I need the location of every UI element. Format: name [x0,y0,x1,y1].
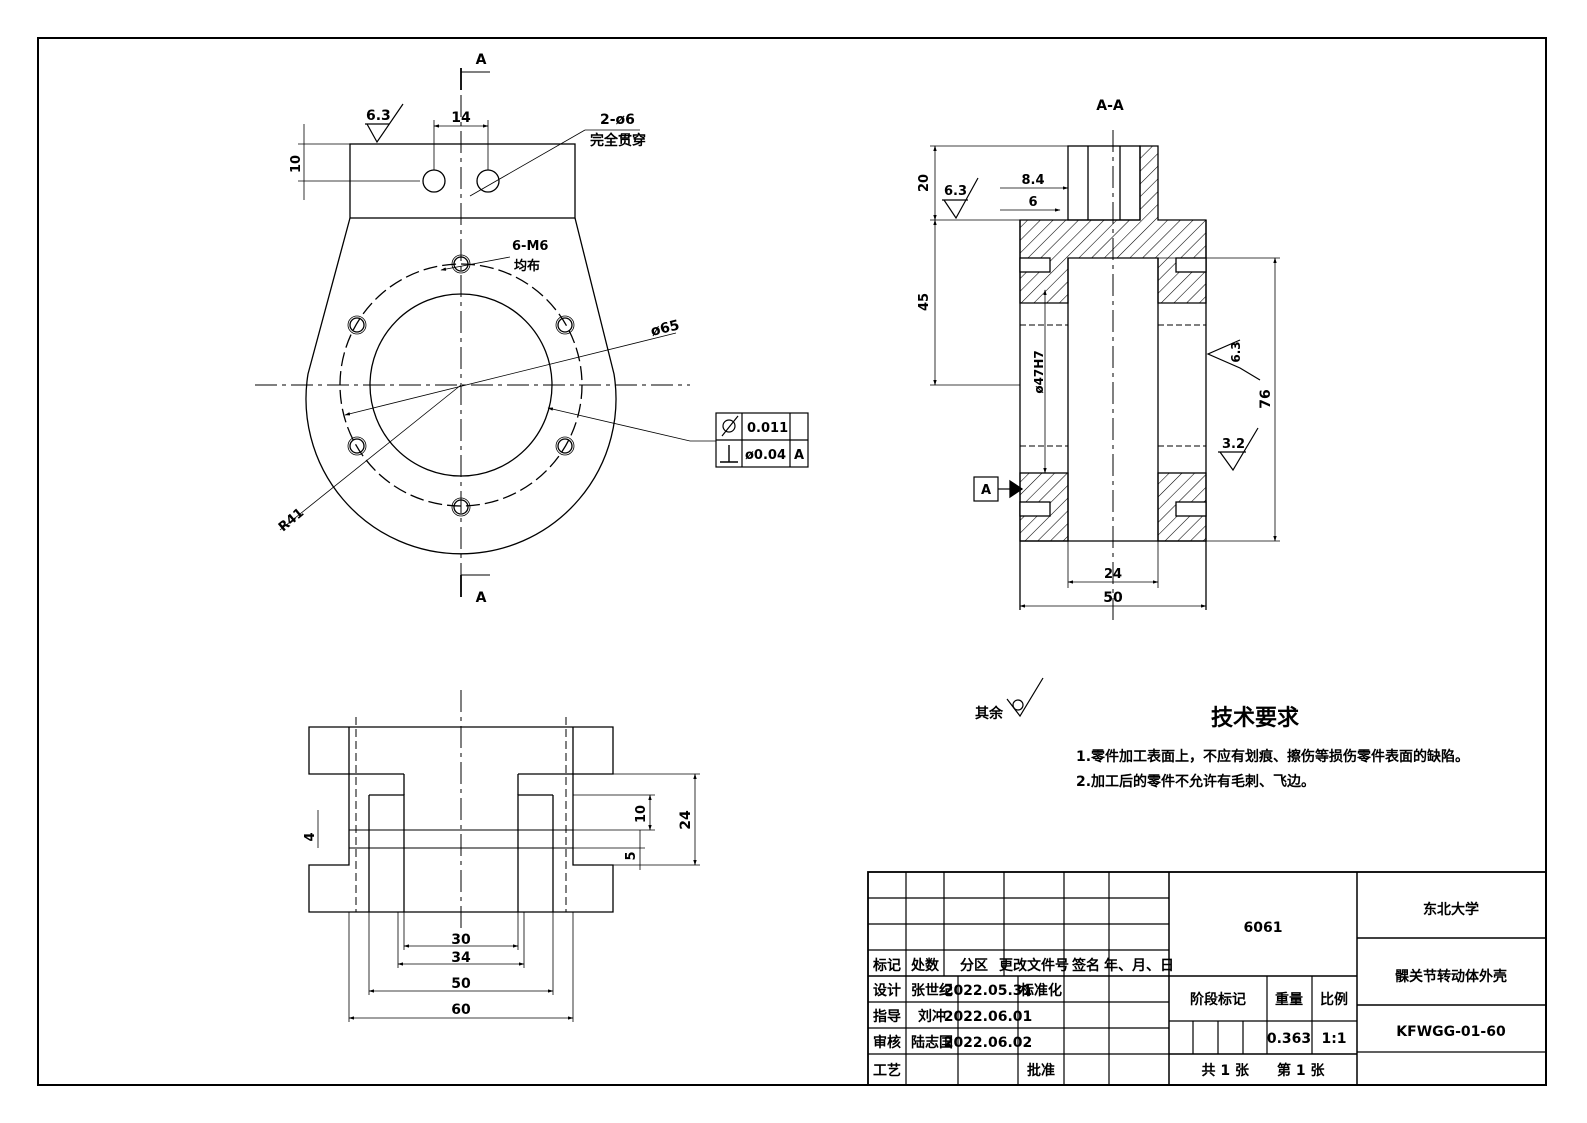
roughness-right-value: 3.2 [1222,437,1245,452]
dim-mid-height: 45 [917,293,932,311]
dim-inner-width: 24 [1104,567,1122,582]
section-mark-bottom: A [476,590,487,606]
tb-scale: 1:1 [1321,1031,1346,1047]
dim-depth-6: 6 [1028,195,1037,210]
tb-review-date: 2022.06.02 [944,1035,1033,1051]
tb-header-4: 签名 [1071,957,1100,974]
dim-depth-84: 8.4 [1021,173,1044,188]
dim-top-offset: 10 [289,155,304,173]
dim-radius: R41 [276,506,307,536]
tech-line-1: 1.零件加工表面上，不应有划痕、擦伤等损伤零件表面的缺陷。 [1076,748,1469,765]
drawing-border [37,37,1547,1086]
tb-guide-date: 2022.06.01 [944,1009,1033,1025]
front-view [255,68,809,597]
tb-stage-label: 阶段标记 [1190,991,1246,1008]
holes-note-line2: 完全贯穿 [590,132,646,149]
fcf-2-value: ø0.04 [745,448,786,463]
dim-30: 30 [451,932,471,948]
tb-review-label: 审核 [873,1034,901,1051]
fcf-2-datum: A [794,448,804,463]
tb-drawing-no: KFWGG-01-60 [1396,1024,1506,1040]
tb-guide-label: 指导 [873,1008,901,1025]
dim-10: 10 [634,805,649,823]
tech-title: 技术要求 [1211,706,1299,731]
tb-header-5: 年、月、日 [1104,957,1174,974]
tb-design-date: 2022.05.31 [944,983,1033,999]
dim-24: 24 [678,810,694,830]
tb-material: 6061 [1244,920,1283,936]
section-mark-top: A [476,52,487,68]
tb-weight: 0.363 [1267,1031,1311,1047]
tb-header-3: 更改文件号 [999,957,1069,974]
roughness-top-value: 6.3 [366,108,391,124]
tech-line-2: 2.加工后的零件不允许有毛刺、飞边。 [1076,773,1315,790]
tb-part-name: 髁关节转动体外壳 [1395,968,1507,985]
title-block [867,871,1547,1086]
dim-outer-width: 50 [1103,590,1123,606]
tb-sheets: 共 1 张 第 1 张 [1202,1062,1326,1079]
dim-5: 5 [624,851,639,860]
section-view [930,130,1280,620]
tb-header-1: 处数 [910,957,940,974]
holes-note-line1: 2-ø6 [600,112,635,128]
tb-design-name: 张世纪 [911,982,953,999]
dim-34: 34 [451,950,471,966]
front-view-text: A A 6.3 14 10 2-ø6 完全贯穿 6-M6 均布 ø65 R41 … [276,52,804,606]
other-roughness-label: 其余 [975,705,1004,722]
dim-total-height: 76 [1258,389,1274,408]
bottom-view-text: 30 34 50 60 4 10 5 24 [303,805,694,1018]
tb-school: 东北大学 [1423,901,1479,918]
tb-std-label: 标准化 [1019,982,1062,999]
dim-hole-spacing: 14 [451,110,471,126]
dim-pcd: ø65 [649,317,681,340]
tb-header-2: 分区 [960,958,988,974]
dim-60: 60 [451,1002,471,1018]
dim-bore: ø47H7 [1032,350,1046,393]
datum-label: A [981,483,991,498]
other-roughness-symbol [1006,677,1044,718]
tb-weight-label: 重量 [1275,991,1303,1008]
roughness-left-value: 6.3 [944,184,967,199]
tb-header-0: 标记 [872,957,901,974]
dim-50: 50 [451,976,471,992]
dim-top-height: 20 [917,174,932,192]
bottom-view [308,690,700,1022]
section-view-text: A-A 20 45 8.4 6 6.3 ø47H7 6.3 3.2 76 A 2… [917,98,1274,606]
tb-review-name: 陆志国 [911,1034,953,1051]
tb-approve-label: 批准 [1027,1062,1055,1079]
thread-holes [347,254,575,517]
tb-design-label: 设计 [873,982,901,999]
tb-craft-label: 工艺 [873,1062,901,1079]
tb-guide-name: 刘冲 [918,1008,946,1025]
title-block-text: 标记 处数 分区 更改文件号 签名 年、月、日 设计 张世纪 2022.05.3… [872,901,1507,1079]
fcf-1-value: 0.011 [747,421,788,436]
thread-note-line1: 6-M6 [512,239,548,254]
notes: 其余 技术要求 1.零件加工表面上，不应有划痕、擦伤等损伤零件表面的缺陷。 2.… [975,677,1469,790]
tb-scale-label: 比例 [1320,991,1348,1008]
roughness-bore-value: 6.3 [1229,341,1243,362]
dim-4: 4 [303,832,318,841]
section-title: A-A [1096,98,1124,114]
thread-note-line2: 均布 [514,258,540,274]
